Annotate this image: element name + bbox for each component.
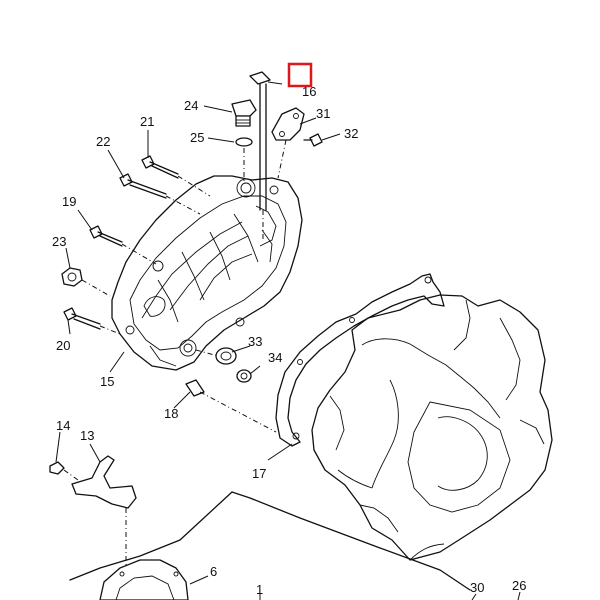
filler-plug-illustration: [231, 99, 257, 182]
label-part-22: 22: [96, 134, 110, 149]
level-gauge-illustration: [249, 71, 271, 240]
label-part-25: 25: [190, 130, 204, 145]
crankcase-cover-illustration: [111, 175, 303, 371]
bolts-illustration: [63, 155, 211, 335]
label-part-23: 23: [52, 234, 66, 249]
label-part-31: 31: [316, 106, 330, 121]
label-part-6: 6: [210, 564, 217, 579]
gasket-17-illustration: [275, 273, 445, 447]
label-part-34: 34: [268, 350, 282, 365]
plate-illustration: [271, 107, 323, 179]
label-part-15: 15: [100, 374, 114, 389]
leader-lines: [55, 81, 521, 600]
label-part-1: 1: [256, 582, 263, 597]
label-part-30: 30: [470, 580, 484, 595]
oil-seal-illustration: [195, 347, 252, 383]
label-part-24: 24: [184, 98, 198, 113]
label-part-17: 17: [252, 466, 266, 481]
label-part-18: 18: [164, 406, 178, 421]
label-part-33: 33: [248, 334, 262, 349]
label-part-32: 32: [344, 126, 358, 141]
bracket-illustration: [49, 455, 137, 580]
label-part-19: 19: [62, 194, 76, 209]
lower-assembly-illustration: [69, 491, 471, 600]
label-part-20: 20: [56, 338, 70, 353]
label-part-14: 14: [56, 418, 70, 433]
label-part-26: 26: [512, 578, 526, 593]
label-part-21: 21: [140, 114, 154, 129]
label-part-13: 13: [80, 428, 94, 443]
callout-labels: 24 25 21 22 19 23 20 15 18 14 13 17 33 3…: [52, 84, 526, 597]
nut-illustration: [61, 267, 111, 297]
highlight-box: [287, 62, 313, 88]
crankcase-illustration: [311, 294, 553, 561]
label-part-16: 16: [302, 84, 316, 99]
dowel-pin-illustration: [185, 379, 277, 433]
